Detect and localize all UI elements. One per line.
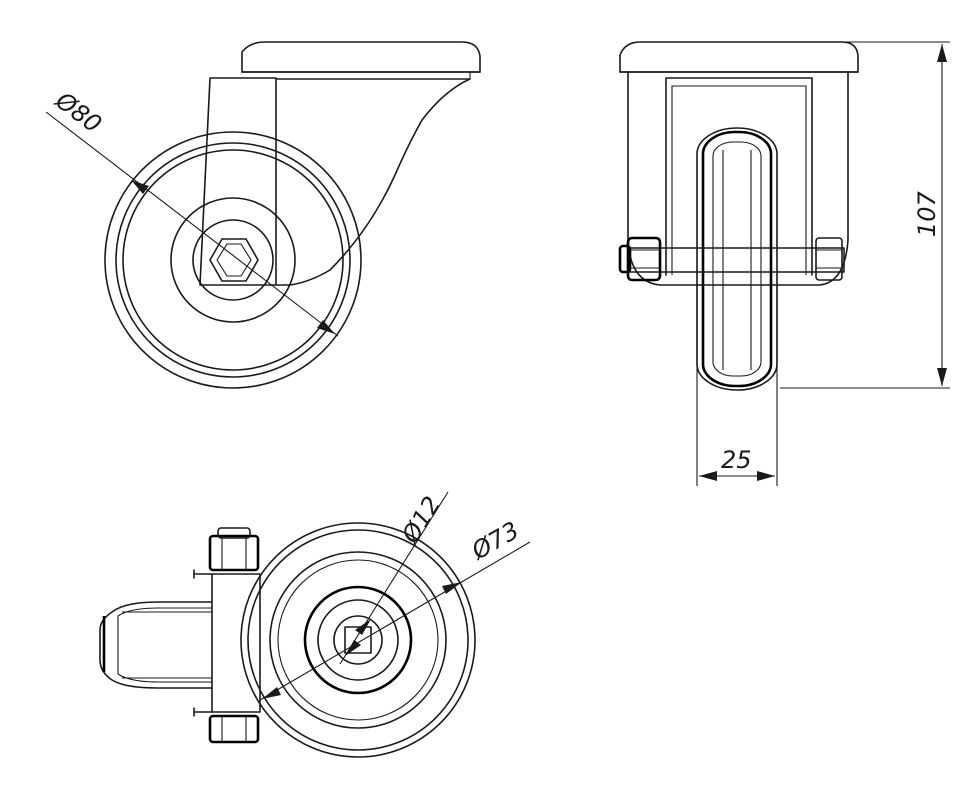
side-wheel-rim <box>122 149 344 371</box>
dim-wheel-width-label: 25 <box>721 446 752 474</box>
dim-wheel-diameter: Ø80 <box>45 86 339 337</box>
side-wheel-axle-boss <box>192 219 274 301</box>
bottom-bore <box>333 615 383 665</box>
bottom-top-nut <box>208 534 260 572</box>
front-top-plate <box>619 41 859 73</box>
dim-bore-diameter: Ø12 <box>339 491 449 665</box>
front-view: 107 25 <box>618 41 950 486</box>
side-fork-body <box>199 77 471 286</box>
front-right-nut <box>815 237 843 281</box>
bottom-plate-outer <box>240 522 476 758</box>
side-view: Ø80 <box>45 41 481 389</box>
dim-total-height: 107 <box>780 41 950 389</box>
dim-wheel-width: 25 <box>696 270 778 486</box>
bottom-wheel-edge <box>99 601 213 689</box>
side-axle-nut <box>209 238 259 282</box>
bottom-hub-outer <box>303 585 413 695</box>
bottom-fork-plate <box>211 573 261 713</box>
side-wheel-outer <box>104 131 362 389</box>
side-top-plate <box>241 41 481 73</box>
side-wheel-tread <box>115 142 351 378</box>
dim-total-height-label: 107 <box>913 190 941 237</box>
bottom-square-hole <box>344 626 372 654</box>
bottom-bottom-nut <box>208 714 260 744</box>
dim-tread-diameter-label: Ø73 <box>466 516 524 565</box>
bottom-plate-ring <box>269 551 447 729</box>
side-wheel-hub <box>170 197 296 323</box>
front-fork-inner <box>665 77 813 276</box>
front-wheel-outer <box>696 127 778 391</box>
dim-wheel-diameter-label: Ø80 <box>50 86 107 139</box>
bottom-view: Ø12 Ø73 <box>99 491 531 758</box>
dim-tread-diameter: Ø73 <box>259 516 531 701</box>
front-left-nut <box>626 236 662 282</box>
